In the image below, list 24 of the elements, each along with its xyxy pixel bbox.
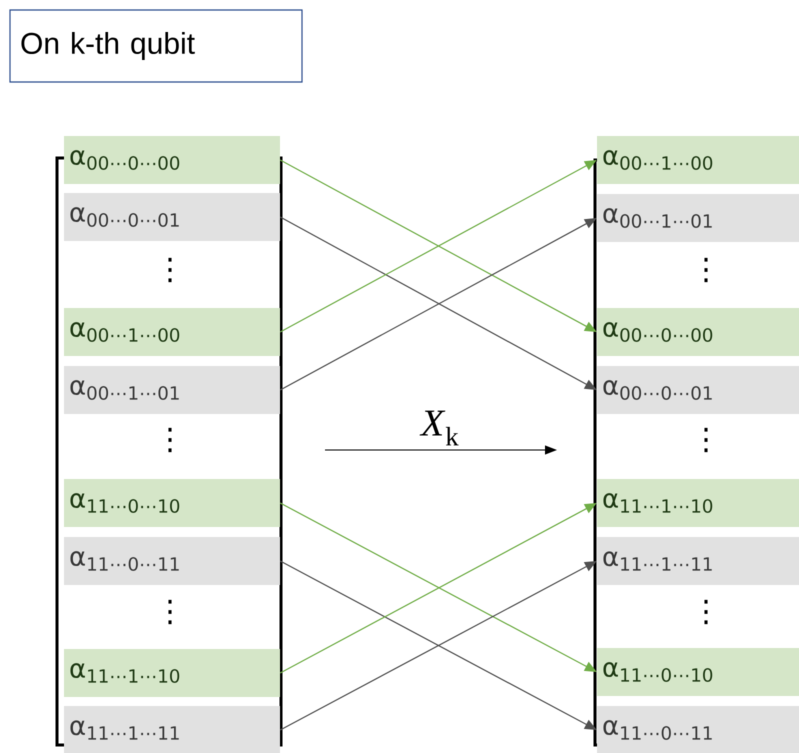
amplitude-cell: α$_{11⋯1⋯10}$ [597, 479, 799, 527]
ellipsis: ⋮ [168, 600, 172, 624]
amplitude-cell: α$_{00⋯1⋯00}$ [64, 308, 280, 356]
operator-label: X$_{k}$ [420, 410, 459, 446]
ellipsis: ⋮ [704, 600, 708, 624]
amplitude-cell: α$_{00⋯1⋯00}$ [597, 136, 799, 184]
amplitude-cell: α$_{11⋯0⋯10}$ [64, 479, 280, 527]
amplitude-cell: α$_{11⋯1⋯10}$ [64, 649, 280, 697]
amplitude-cell: α$_{11⋯0⋯10}$ [597, 648, 799, 696]
ellipsis: ⋮ [168, 428, 172, 452]
amplitude-cell: α$_{11⋯0⋯11}$ [597, 706, 799, 753]
amplitude-cell: α$_{00⋯0⋯00}$ [597, 308, 799, 356]
ellipsis: ⋮ [704, 428, 708, 452]
amplitude-cell: α$_{00⋯0⋯01}$ [597, 366, 799, 414]
title-box: On k-th qubit [9, 9, 303, 83]
amplitude-cell: α$_{11⋯1⋯11}$ [597, 537, 799, 585]
amplitude-cell: α$_{00⋯0⋯01}$ [64, 193, 280, 241]
amplitude-cell: α$_{11⋯0⋯11}$ [64, 537, 280, 585]
ellipsis: ⋮ [168, 258, 172, 282]
amplitude-cell: α$_{11⋯1⋯11}$ [64, 706, 280, 753]
amplitude-cell: α$_{00⋯0⋯00}$ [64, 136, 280, 184]
amplitude-cell: α$_{00⋯1⋯01}$ [64, 366, 280, 414]
ellipsis: ⋮ [704, 258, 708, 282]
amplitude-cell: α$_{00⋯1⋯01}$ [597, 194, 799, 242]
